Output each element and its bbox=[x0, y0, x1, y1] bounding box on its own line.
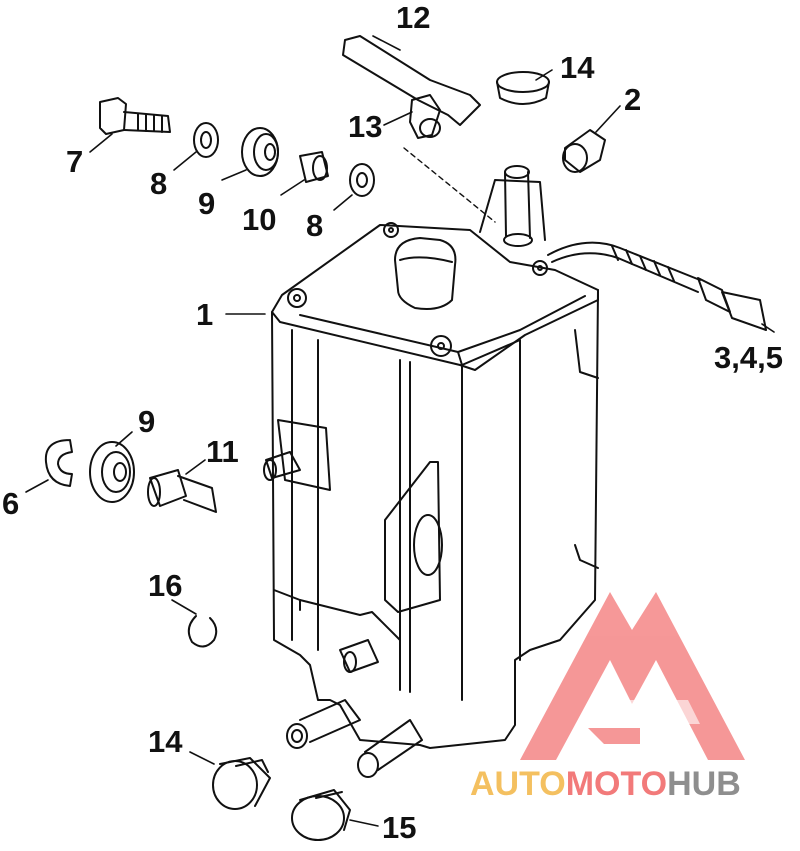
automotohub-logo bbox=[520, 592, 745, 760]
callout-3-4-5: 3,4,5 bbox=[714, 340, 783, 375]
fuel-filter-housing bbox=[263, 147, 767, 778]
callout-9-lower: 9 bbox=[138, 404, 155, 439]
callout-10: 10 bbox=[242, 202, 276, 237]
clamp-part-top bbox=[496, 71, 550, 93]
callout-9-top: 9 bbox=[198, 186, 215, 221]
callout-1: 1 bbox=[196, 297, 213, 332]
callout-7: 7 bbox=[66, 144, 83, 179]
clamp-part-lower bbox=[212, 760, 258, 810]
callout-14-top: 14 bbox=[560, 50, 595, 85]
small-clip-part bbox=[187, 615, 218, 648]
callout-8-right: 8 bbox=[306, 208, 323, 243]
callout-16: 16 bbox=[148, 568, 182, 603]
spacer-part bbox=[299, 151, 329, 183]
callout-labels: 12 13 14 2 7 8 9 10 8 1 3,4,5 9 11 6 16 … bbox=[2, 0, 783, 845]
hose-part bbox=[342, 35, 481, 126]
callout-8-left: 8 bbox=[150, 166, 167, 201]
watermark-text: AUTOMOTOHUB bbox=[470, 765, 741, 803]
fitting-part bbox=[149, 469, 187, 507]
callout-12: 12 bbox=[396, 0, 430, 35]
watermark-hub: HUB bbox=[667, 765, 741, 803]
washer-part-b bbox=[349, 163, 375, 197]
watermark-moto: MOTO bbox=[566, 765, 667, 803]
bolt-part bbox=[99, 97, 127, 135]
callout-2: 2 bbox=[624, 82, 641, 117]
grommet-part-lower bbox=[89, 441, 135, 503]
callout-11: 11 bbox=[206, 434, 239, 469]
callout-13: 13 bbox=[348, 109, 382, 144]
leader-lines bbox=[25, 35, 775, 827]
callout-15: 15 bbox=[382, 810, 416, 845]
clamp-part-15 bbox=[291, 795, 345, 841]
washer-part-a bbox=[193, 122, 219, 158]
callout-6: 6 bbox=[2, 486, 19, 521]
elbow-fitting-part bbox=[409, 94, 441, 139]
clip-part bbox=[44, 439, 73, 487]
watermark-auto: AUTO bbox=[470, 765, 566, 803]
callout-14-lower: 14 bbox=[148, 724, 183, 759]
cap-part bbox=[564, 129, 606, 173]
